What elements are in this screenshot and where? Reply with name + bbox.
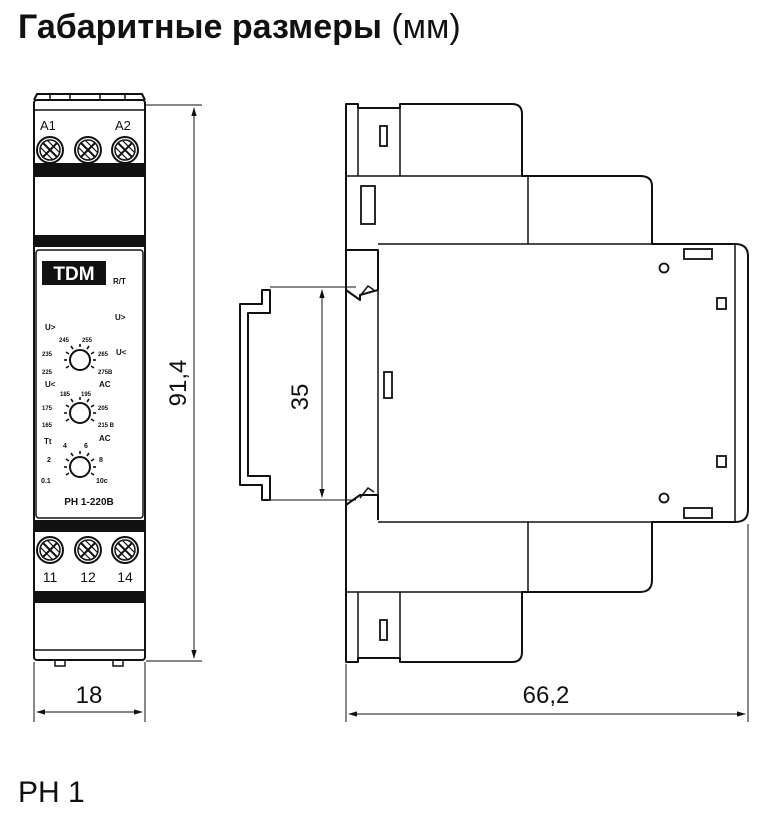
- top-terminal-screws: [36, 136, 139, 164]
- brand-logo-box: [42, 261, 106, 285]
- label-u-lt-left: U<: [45, 380, 56, 389]
- side-view: [345, 103, 749, 663]
- terminal-label-12: 12: [80, 569, 96, 585]
- dim-height: 91,4: [165, 360, 192, 407]
- knob3-scale: 6: [84, 443, 88, 450]
- terminal-screw: [111, 536, 139, 564]
- dim-depth: 66,2: [523, 682, 570, 709]
- knob1-scale: 225: [42, 370, 53, 376]
- knob2-scale: 205: [98, 406, 109, 412]
- page-title: Габаритные размеры (мм): [18, 8, 461, 47]
- dim-rail: 35: [287, 384, 314, 411]
- front-view: [33, 93, 146, 667]
- bottom-terminal-screws: [36, 536, 139, 564]
- label-tt: Tt: [44, 437, 52, 446]
- terminal-screw: [36, 536, 64, 564]
- terminal-screw: [74, 536, 102, 564]
- knob1-scale: 255: [82, 338, 93, 344]
- terminal-screw: [36, 136, 64, 164]
- knob3-scale: 0.1: [41, 478, 51, 485]
- brand-sub: R/T: [113, 277, 126, 286]
- knob-2: [64, 397, 96, 424]
- terminal-label-a1: A1: [40, 118, 56, 133]
- label-ac-1: AC: [99, 380, 111, 389]
- knob1-scale: 275B: [98, 370, 113, 376]
- terminal-screw: [111, 136, 139, 164]
- dimension-lines-side: [270, 286, 749, 722]
- knob2-scale: 195: [81, 392, 92, 398]
- knob-3: [64, 451, 96, 478]
- model-label: РН 1-220В: [64, 497, 113, 508]
- knob2-scale: 185: [60, 392, 71, 398]
- terminal-screw: [74, 136, 102, 164]
- knob3-scale: 2: [47, 457, 51, 464]
- knob3-scale: 8: [99, 457, 103, 464]
- dimension-lines-front: [33, 104, 202, 722]
- knob3-scale: 4: [63, 443, 67, 450]
- knob1-scale: 235: [42, 352, 53, 358]
- terminal-label-a2: A2: [115, 118, 131, 133]
- label-u-lt-right: U<: [116, 348, 127, 357]
- knob1-scale: 245: [59, 338, 70, 344]
- knob-1: [64, 344, 96, 371]
- label-u-gt-right: U>: [115, 313, 126, 322]
- knob2-scale: 215 B: [98, 423, 115, 429]
- knob2-scale: 165: [42, 423, 53, 429]
- brand-logo: TDM: [53, 264, 94, 285]
- title-unit: (мм): [391, 8, 461, 46]
- knob3-scale: 10c: [96, 478, 108, 485]
- label-u-gt-left: U>: [45, 323, 56, 332]
- side-view-details: [359, 125, 727, 641]
- label-ac-2: AC: [99, 434, 111, 443]
- model-caption: РН 1: [18, 776, 85, 809]
- terminal-label-14: 14: [117, 569, 133, 585]
- knob1-scale: 265: [98, 352, 109, 358]
- terminal-label-11: 11: [43, 569, 58, 585]
- dim-width: 18: [76, 682, 103, 709]
- knob2-scale: 175: [42, 406, 53, 412]
- din-rail: [239, 289, 271, 501]
- title-text: Габаритные размеры: [18, 8, 382, 46]
